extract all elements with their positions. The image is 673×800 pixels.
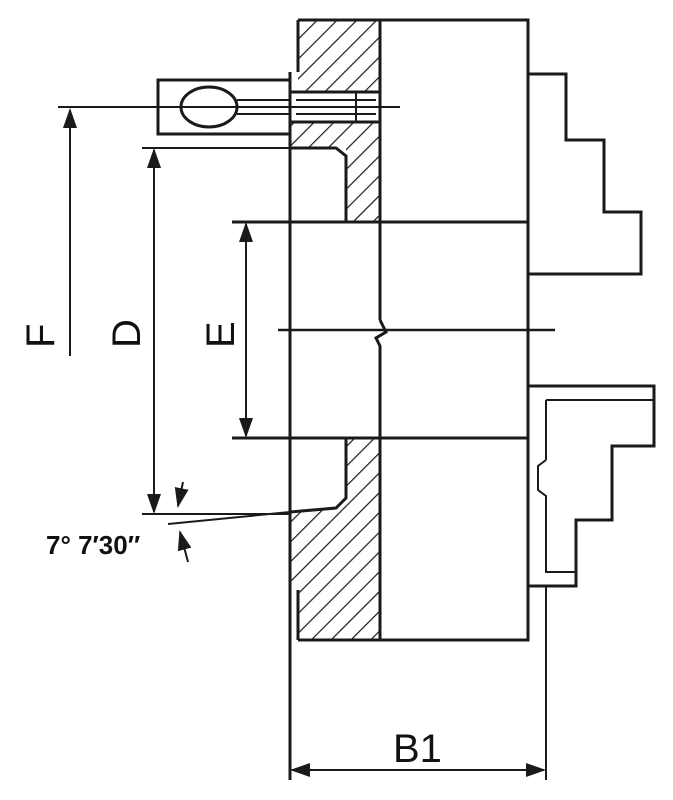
dim-angle-ref — [167, 511, 291, 525]
label-angle: 7° 7′30″ — [46, 530, 140, 560]
label-f: F — [19, 324, 63, 348]
lower-jaw-notch — [537, 459, 576, 573]
label-e: E — [199, 321, 243, 348]
section-boundary-break — [374, 319, 388, 640]
bore-top-edge — [290, 146, 348, 222]
hatched-section-lower — [290, 438, 380, 640]
upper-jaw — [528, 72, 643, 276]
lower-jaw — [528, 384, 656, 588]
bore-bottom-edge — [289, 438, 348, 514]
label-d: D — [105, 319, 149, 348]
label-b1: B1 — [393, 727, 442, 771]
dim-angle-arrow-top — [174, 481, 189, 508]
dim-angle-arrow-bottom — [177, 530, 192, 563]
